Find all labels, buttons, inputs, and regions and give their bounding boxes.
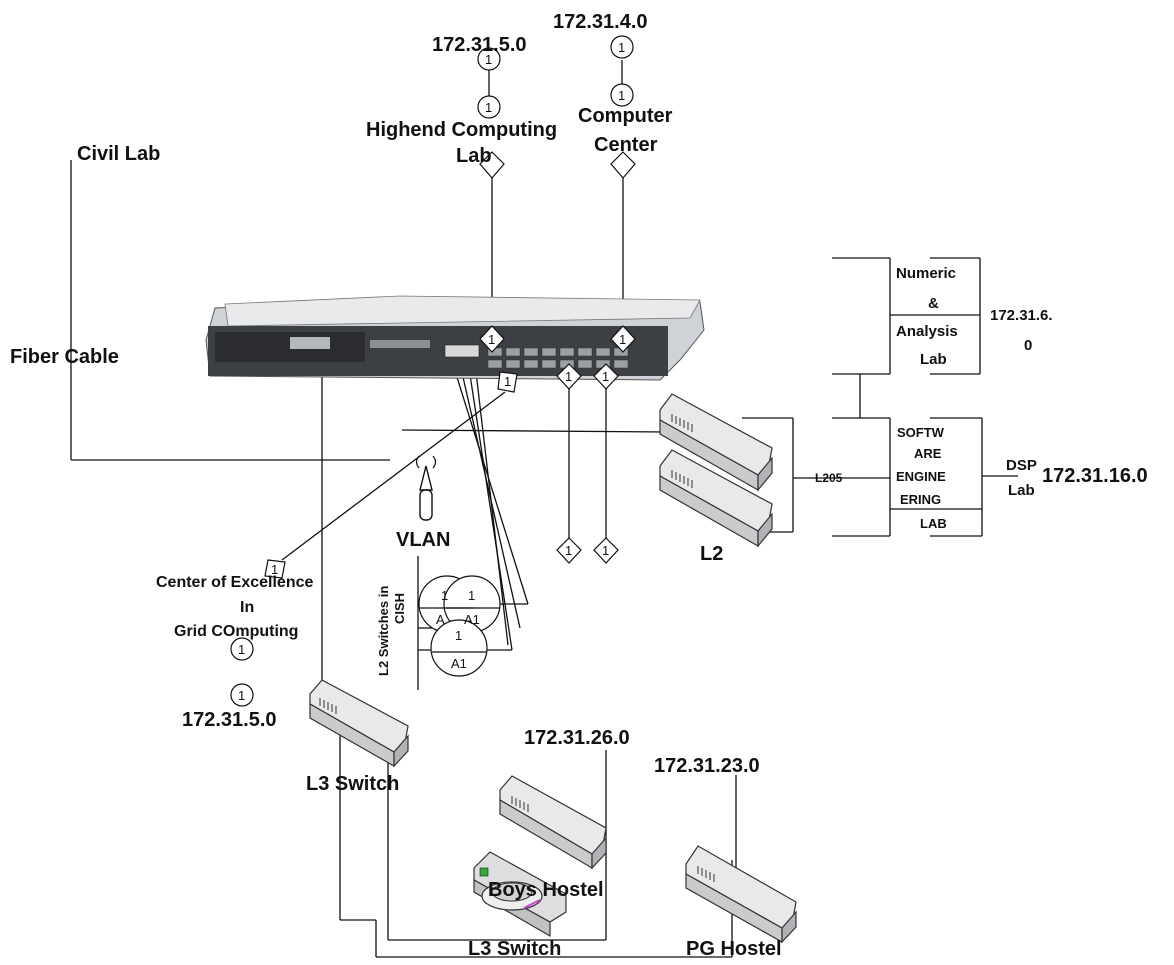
numeric-lab-label-3: Analysis	[896, 323, 958, 340]
coe-label-3: Grid COmputing	[174, 623, 298, 640]
l205-label: L205	[815, 471, 843, 485]
software-lab-label-1: SOFTW	[897, 425, 945, 440]
l3-switch-left	[310, 680, 408, 766]
node-marker: 1	[619, 332, 626, 347]
pg-hostel-switch	[686, 846, 796, 942]
node-marker: 1	[488, 332, 495, 347]
dsp-lab-label-1: DSP	[1006, 457, 1037, 474]
l2-cish-label-1: L2 Switches in	[376, 586, 391, 676]
cish-switch-circles: 1 A 1 A1 1 A1	[419, 576, 500, 676]
subnet-label-23: 172.31.23.0	[654, 755, 760, 777]
l3-switch-label-left: L3 Switch	[306, 773, 399, 795]
software-lab-label-3: ENGINE	[896, 469, 946, 484]
node-marker: 1	[504, 374, 511, 389]
node-marker: 1	[485, 100, 492, 115]
l3-switch-label-bottom: L3 Switch	[468, 938, 561, 960]
computer-center-label-2: Center	[594, 134, 658, 156]
node-marker: 1	[238, 642, 245, 657]
node-marker: 1	[238, 688, 245, 703]
node-marker: 1	[602, 369, 609, 384]
cish-circle-2-top: 1	[468, 588, 475, 603]
numeric-lab-label-4: Lab	[920, 351, 947, 368]
cish-circle-2-bottom: A1	[464, 612, 480, 627]
computer-center-label-1: Computer	[578, 105, 673, 127]
vlan-antenna-icon	[417, 456, 436, 520]
cish-circle-1-top: 1	[441, 588, 448, 603]
node-marker: 1	[565, 369, 572, 384]
subnet-label-16: 172.31.16.0	[1042, 465, 1148, 487]
highend-lab-label-2: Lab	[456, 145, 492, 167]
dsp-lab-label-2: Lab	[1008, 482, 1035, 499]
pg-hostel-label: PG Hostel	[686, 938, 782, 960]
boys-hostel-switch	[500, 776, 606, 868]
numeric-lab-label-2: &	[928, 295, 939, 312]
node-marker: 1	[618, 88, 625, 103]
boys-hostel-label: Boys Hostel	[488, 879, 604, 901]
civil-lab-label: Civil Lab	[77, 143, 160, 165]
l2-cish-label-2: CISH	[392, 593, 407, 624]
numeric-lab-label-1: Numeric	[896, 265, 956, 282]
node-marker: 1	[618, 40, 625, 55]
cish-circle-3-bottom: A1	[451, 656, 467, 671]
node-marker: 1	[565, 543, 572, 558]
vlan-label: VLAN	[396, 529, 450, 551]
software-lab-label-4: ERING	[900, 492, 941, 507]
subnet-label-26: 172.31.26.0	[524, 727, 630, 749]
subnet-label-5-top: 172.31.5.0	[432, 34, 527, 56]
coe-label-1: Center of Excellence	[156, 574, 314, 591]
l2-label: L2	[700, 543, 723, 565]
subnet-label-6-line1: 172.31.6.	[990, 307, 1053, 324]
subnet-label-4: 172.31.4.0	[553, 11, 648, 33]
cish-circle-3-top: 1	[455, 628, 462, 643]
software-lab-label-5: LAB	[920, 516, 947, 531]
node-marker: 1	[602, 543, 609, 558]
software-lab-label-2: ARE	[914, 446, 942, 461]
subnet-label-6-line2: 0	[1024, 337, 1032, 354]
fiber-cable-label: Fiber Cable	[10, 346, 119, 368]
cish-circle-1-bottom: A	[436, 612, 445, 627]
coe-label-2: In	[240, 599, 254, 616]
highend-lab-label-1: Highend Computing	[366, 119, 557, 141]
subnet-label-5-bottom: 172.31.5.0	[182, 709, 277, 731]
